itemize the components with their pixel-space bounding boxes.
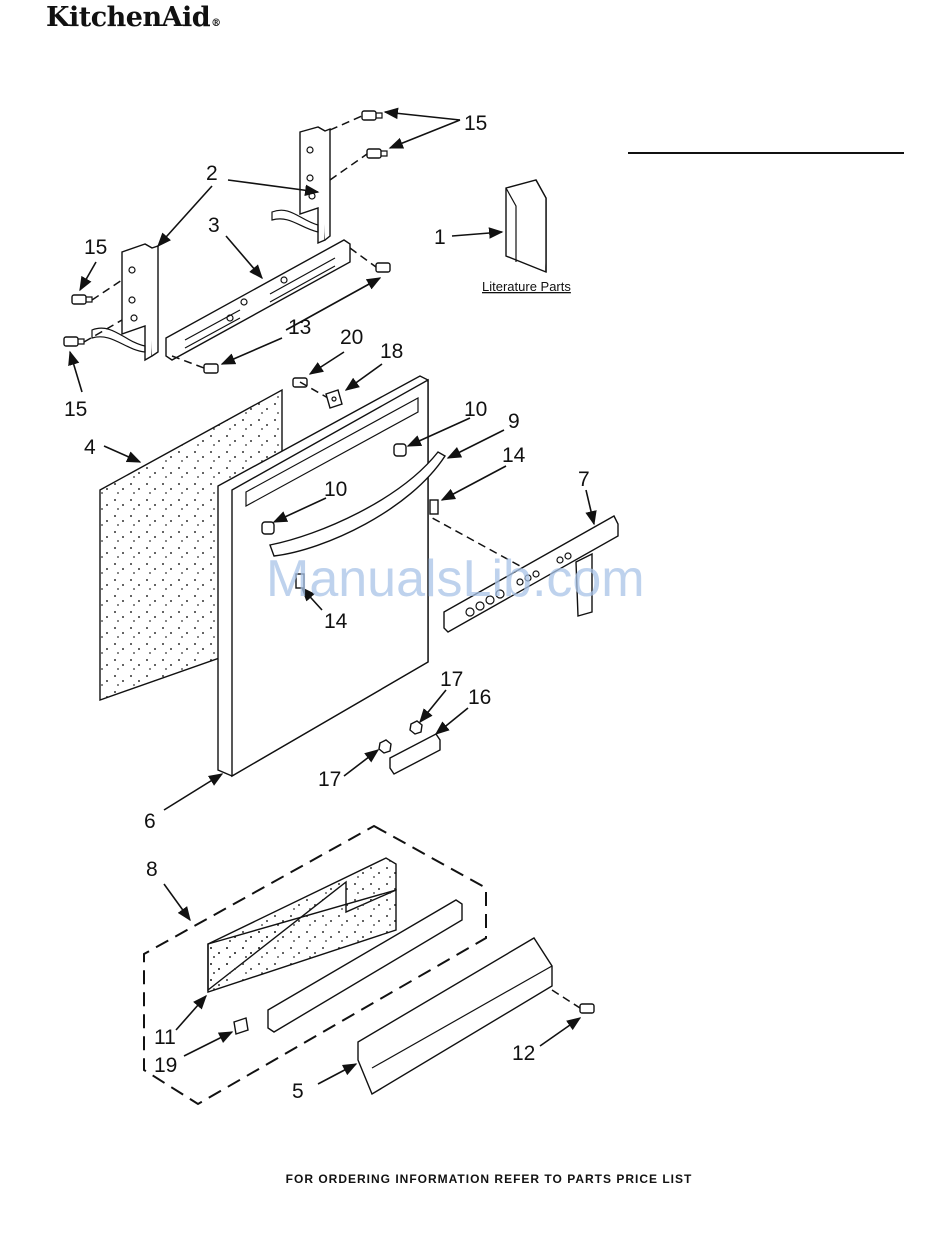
screw-crossbar-left bbox=[204, 364, 218, 373]
callout-3: 3 bbox=[208, 214, 220, 237]
callout-8: 8 bbox=[146, 858, 158, 881]
literature-booklet bbox=[506, 180, 546, 272]
callout-14-right: 14 bbox=[502, 444, 526, 467]
handle-stud-left bbox=[262, 522, 274, 534]
callout-2: 2 bbox=[206, 162, 218, 185]
callout-17-upper: 17 bbox=[440, 668, 463, 691]
ordering-info-footer: FOR ORDERING INFORMATION REFER TO PARTS … bbox=[0, 1172, 950, 1186]
callout-6: 6 bbox=[144, 810, 156, 833]
callout-15-left: 15 bbox=[84, 236, 107, 259]
nut-upper bbox=[410, 721, 422, 734]
badge-16 bbox=[390, 734, 440, 774]
clip-18 bbox=[326, 390, 342, 408]
callout-10-left: 10 bbox=[324, 478, 347, 501]
callout-14-left: 14 bbox=[324, 610, 348, 633]
screw-toekick bbox=[580, 1004, 594, 1013]
callout-16: 16 bbox=[468, 686, 491, 709]
callout-15-top: 15 bbox=[464, 112, 487, 135]
watermark: ManualsLib.com bbox=[266, 550, 645, 608]
screw-top-1 bbox=[362, 111, 382, 120]
screw-left-1 bbox=[72, 295, 92, 304]
callout-18: 18 bbox=[380, 340, 403, 363]
callout-10-right: 10 bbox=[464, 398, 487, 421]
mounting-bracket-right bbox=[272, 127, 330, 243]
screw-left-2 bbox=[64, 337, 84, 346]
callout-9: 9 bbox=[508, 410, 520, 433]
spring-right bbox=[430, 500, 438, 514]
screw-top-2 bbox=[367, 149, 387, 158]
handle-stud-right bbox=[394, 444, 406, 456]
callout-15-bottom: 15 bbox=[64, 398, 87, 421]
callout-7: 7 bbox=[578, 468, 590, 491]
screw-crossbar-right bbox=[376, 263, 390, 272]
callout-11: 11 bbox=[154, 1026, 176, 1049]
clip-19 bbox=[234, 1018, 248, 1034]
literature-parts-label: Literature Parts bbox=[482, 279, 571, 294]
callout-1: 1 bbox=[434, 226, 446, 249]
mounting-bracket-left bbox=[92, 244, 158, 360]
callout-5: 5 bbox=[292, 1080, 304, 1103]
callout-12: 12 bbox=[512, 1042, 535, 1065]
callout-20: 20 bbox=[340, 326, 363, 349]
kit-boundary bbox=[144, 826, 486, 1104]
crossbar bbox=[166, 240, 350, 360]
callout-4: 4 bbox=[84, 436, 96, 459]
callout-19: 19 bbox=[154, 1054, 177, 1077]
callout-13: 13 bbox=[288, 316, 311, 339]
callout-17-lower: 17 bbox=[318, 768, 341, 791]
nut-lower bbox=[379, 740, 391, 753]
